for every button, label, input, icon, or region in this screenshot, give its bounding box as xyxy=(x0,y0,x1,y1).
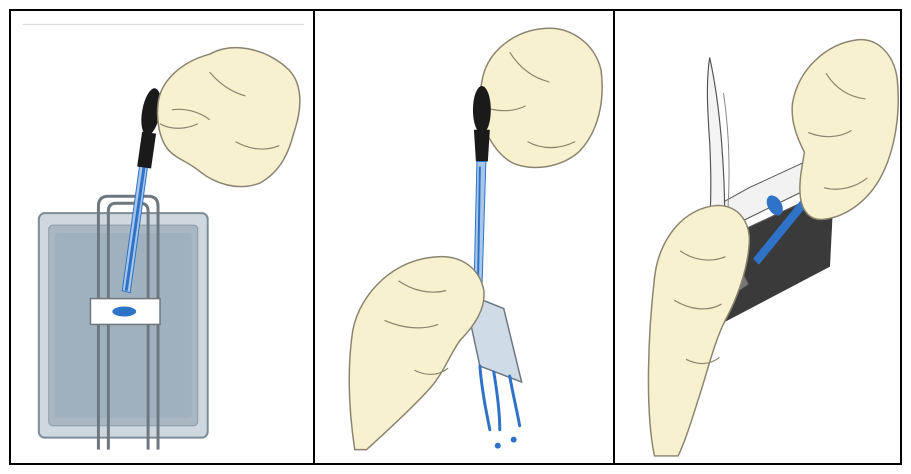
blotting-illustration xyxy=(615,11,900,463)
panel-blotting-slide xyxy=(615,11,900,463)
lower-hand xyxy=(349,257,484,450)
panel-rinsing-slide xyxy=(315,11,615,463)
figure-frame xyxy=(9,9,902,465)
staining-illustration xyxy=(11,11,313,463)
staining-tray xyxy=(39,213,208,438)
hand xyxy=(158,48,300,187)
panel-staining-slide xyxy=(11,11,315,463)
right-hand xyxy=(792,40,898,220)
glass-slide xyxy=(90,299,160,325)
rinsing-illustration xyxy=(315,11,613,463)
left-hand xyxy=(648,205,749,455)
rinse-dropper xyxy=(473,86,491,291)
